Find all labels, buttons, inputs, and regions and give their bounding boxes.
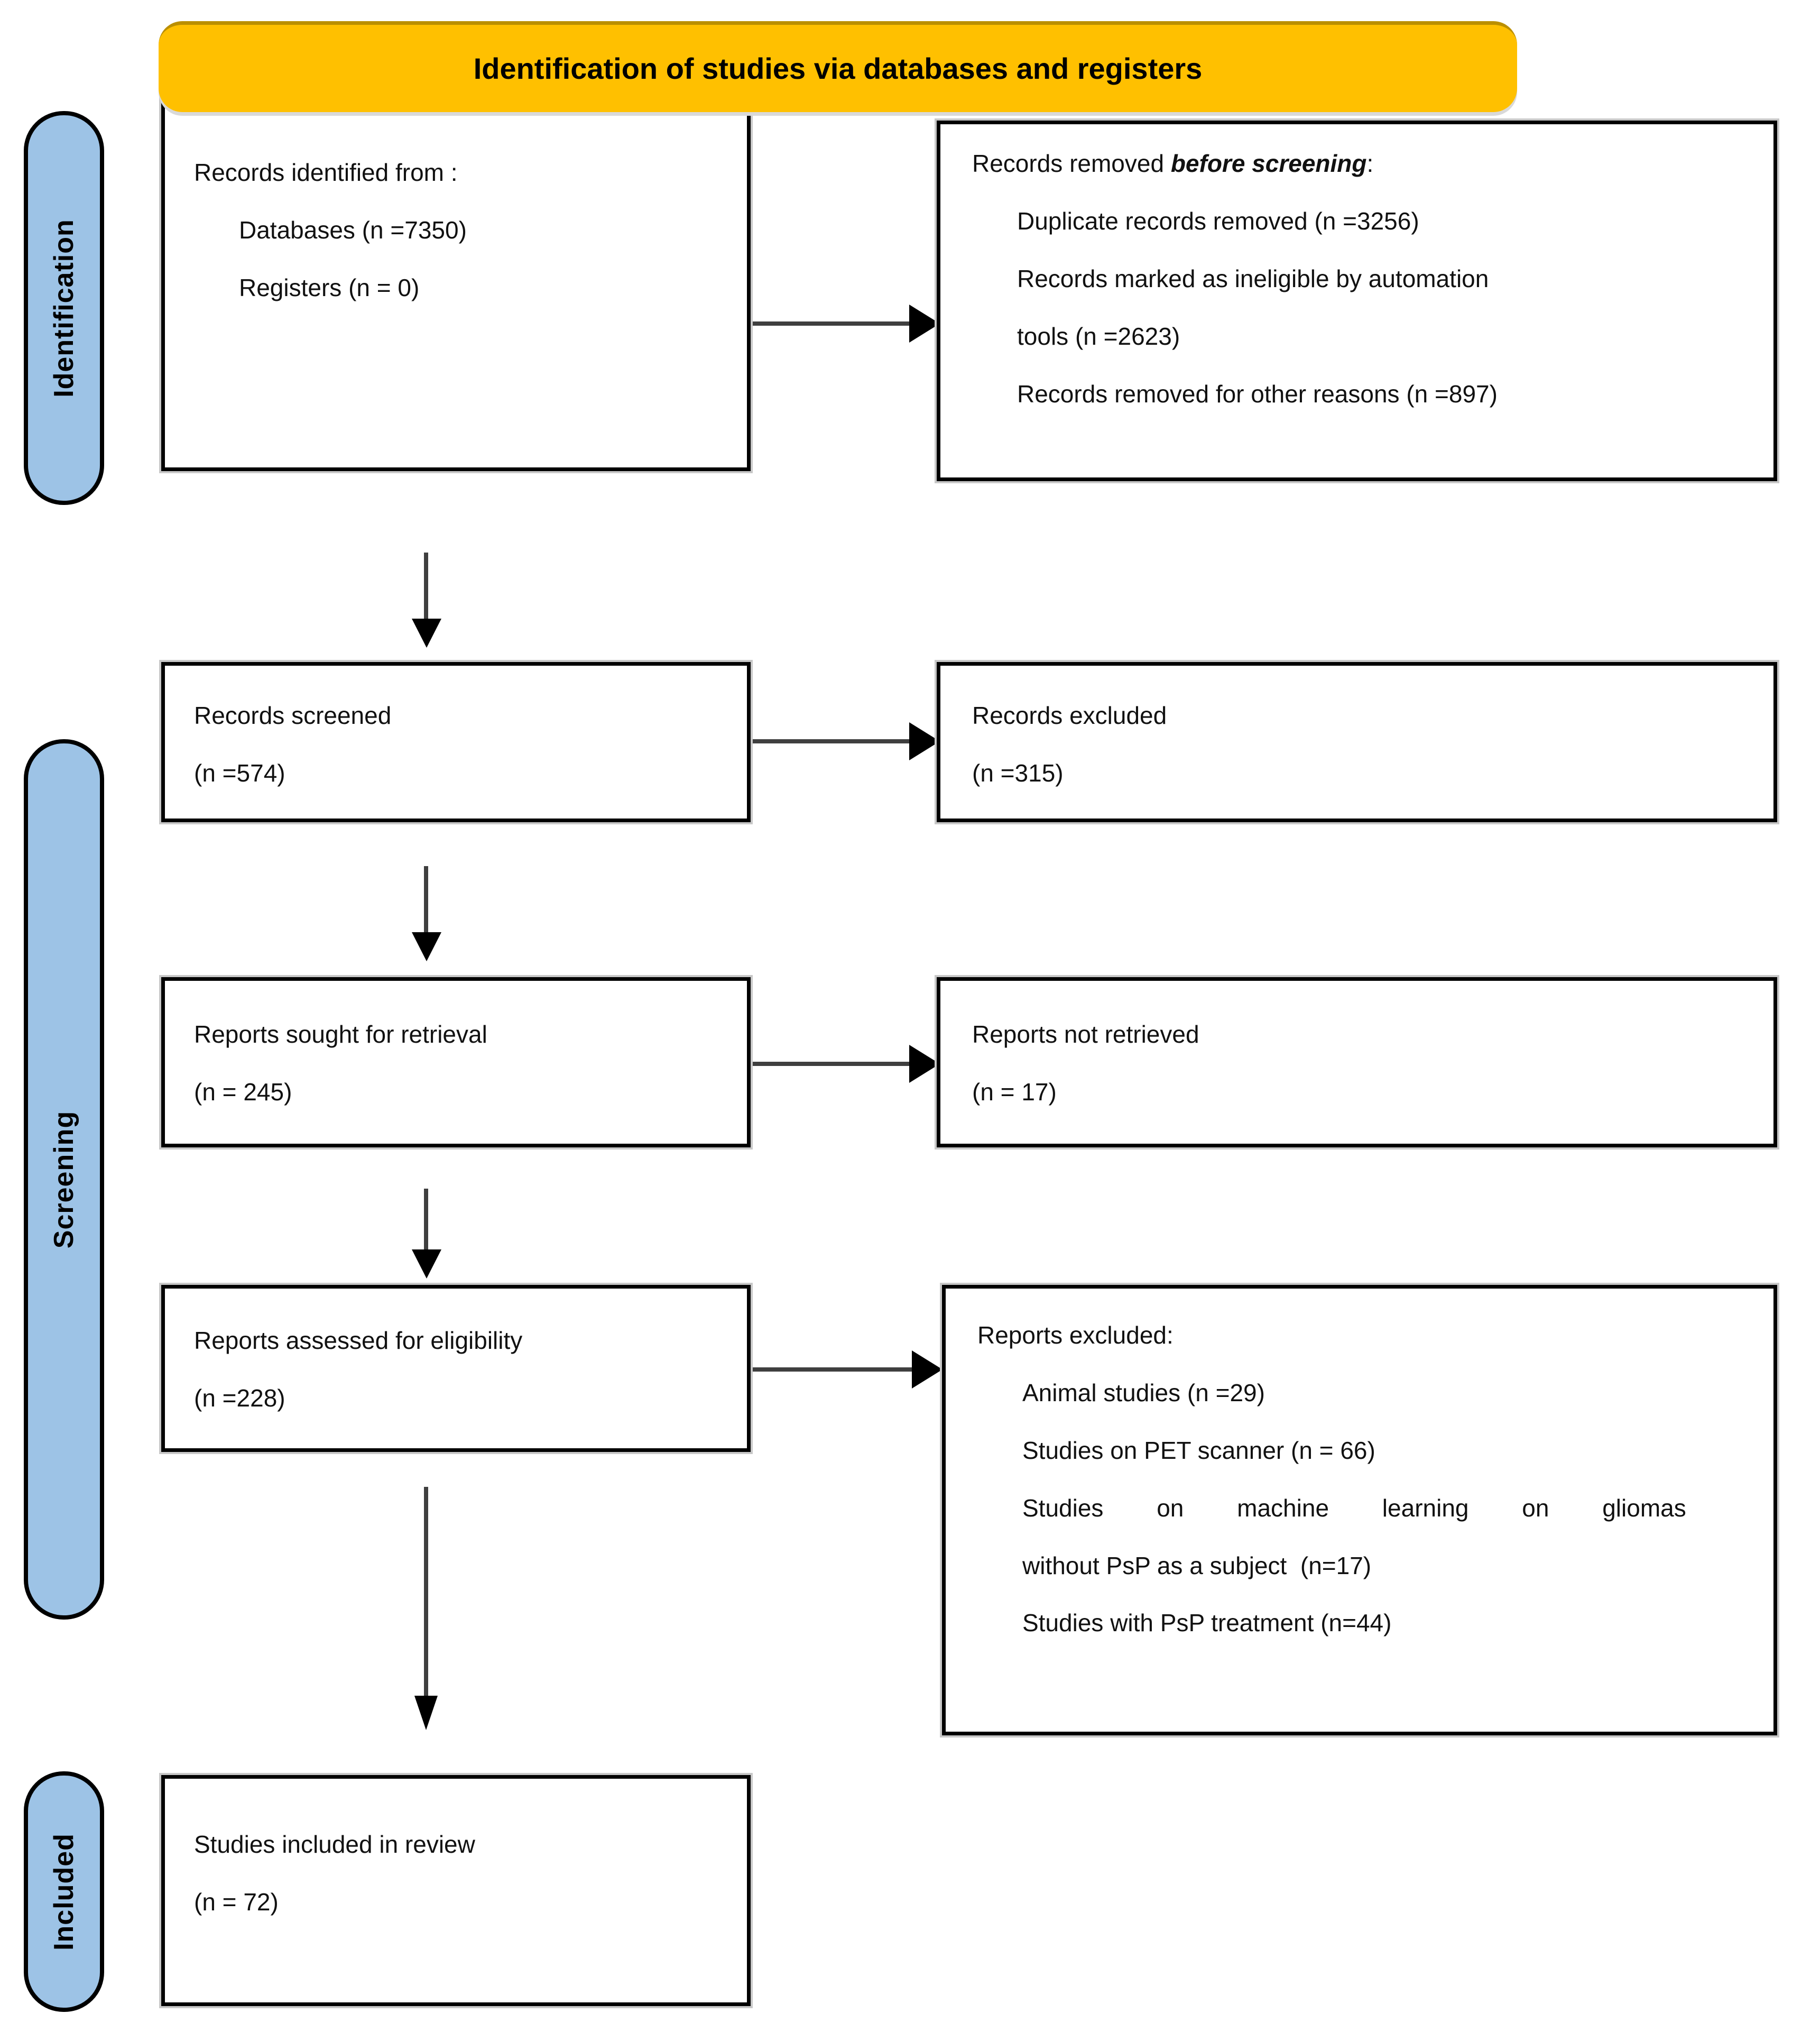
reports-excluded-item-psp-treatment: Studies with PsP treatment (n=44) xyxy=(1022,1609,1392,1637)
records-identified-heading: Records identified from : xyxy=(194,159,458,186)
arrow-head-right-icon xyxy=(912,1350,943,1389)
reports-not-retrieved-count: (n = 17) xyxy=(972,1078,1057,1106)
records-removed-heading-prefix: Records removed xyxy=(972,150,1171,177)
arrow-head-down-icon xyxy=(412,619,441,648)
stage-label-included: Included xyxy=(49,1833,80,1951)
arrow-line xyxy=(424,553,428,619)
records-removed-heading-emphasis: before screening xyxy=(1170,150,1367,177)
records-removed-item-automation: Records marked as ineligible by automati… xyxy=(1017,264,1489,292)
arrow-head-down-icon xyxy=(412,1249,441,1279)
records-removed-heading-suffix: : xyxy=(1366,150,1374,177)
records-identified-item-registers: Registers (n = 0) xyxy=(239,273,420,301)
records-removed-item-other: Records removed for other reasons (n =89… xyxy=(1017,380,1498,408)
reports-excluded-item-pet: Studies on PET scanner (n = 66) xyxy=(1022,1436,1375,1464)
reports-excluded-box: Reports excluded: Animal studies (n =29)… xyxy=(940,1283,1779,1737)
arrow-line xyxy=(751,1062,910,1066)
studies-included-label: Studies included in review xyxy=(194,1831,475,1858)
reports-assessed-label: Reports assessed for eligibility xyxy=(194,1327,523,1354)
reports-sought-box: Reports sought for retrieval (n = 245) xyxy=(159,975,753,1150)
arrow-line xyxy=(424,1487,428,1696)
identification-banner: Identification of studies via databases … xyxy=(159,21,1517,112)
reports-excluded-item-ml-gliomas: Studies on machine learning on gliomas xyxy=(1022,1494,1686,1522)
records-excluded-count: (n =315) xyxy=(972,759,1064,787)
records-removed-box: Records removed before screening: Duplic… xyxy=(935,118,1779,483)
arrow-line xyxy=(751,739,910,743)
reports-sought-label: Reports sought for retrieval xyxy=(194,1020,487,1048)
records-removed-item-duplicates: Duplicate records removed (n =3256) xyxy=(1017,207,1419,235)
reports-not-retrieved-label: Reports not retrieved xyxy=(972,1020,1199,1048)
reports-assessed-count: (n =228) xyxy=(194,1384,285,1412)
arrow-line xyxy=(424,1189,428,1249)
reports-assessed-box: Reports assessed for eligibility (n =228… xyxy=(159,1283,753,1454)
arrow-head-right-icon xyxy=(909,722,940,760)
records-excluded-box: Records excluded (n =315) xyxy=(935,660,1779,824)
stage-pill-screening: Screening xyxy=(24,739,104,1620)
studies-included-count: (n = 72) xyxy=(194,1888,279,1916)
stage-label-identification: Identification xyxy=(49,218,79,398)
studies-included-box: Studies included in review (n = 72) xyxy=(159,1773,753,2008)
records-screened-box: Records screened (n =574) xyxy=(159,660,753,824)
records-removed-item-automation-count: tools (n =2623) xyxy=(1017,322,1180,350)
stage-pill-included: Included xyxy=(24,1771,104,2012)
records-identified-item-databases: Databases (n =7350) xyxy=(239,216,467,244)
arrow-line xyxy=(751,321,910,326)
stage-label-screening: Screening xyxy=(49,1110,80,1248)
records-screened-label: Records screened xyxy=(194,702,392,729)
records-identified-box: Records identified from : Databases (n =… xyxy=(159,87,753,473)
reports-not-retrieved-box: Reports not retrieved (n = 17) xyxy=(935,975,1779,1150)
reports-excluded-heading: Reports excluded: xyxy=(977,1321,1174,1349)
reports-sought-count: (n = 245) xyxy=(194,1078,292,1106)
arrow-head-right-icon xyxy=(909,305,940,343)
arrow-head-down-icon xyxy=(414,1696,438,1730)
records-removed-heading: Records removed before screening: xyxy=(972,150,1750,178)
stage-pill-identification: Identification xyxy=(24,111,104,505)
arrow-head-right-icon xyxy=(909,1045,940,1083)
banner-title: Identification of studies via databases … xyxy=(473,52,1203,85)
arrow-line xyxy=(751,1367,913,1372)
reports-excluded-item-animal: Animal studies (n =29) xyxy=(1022,1378,1265,1406)
arrow-head-down-icon xyxy=(412,932,441,961)
records-excluded-label: Records excluded xyxy=(972,702,1167,729)
arrow-line xyxy=(424,866,428,932)
reports-excluded-item-ml-gliomas-count: without PsP as a subject (n=17) xyxy=(1022,1551,1372,1579)
records-screened-count: (n =574) xyxy=(194,759,285,787)
